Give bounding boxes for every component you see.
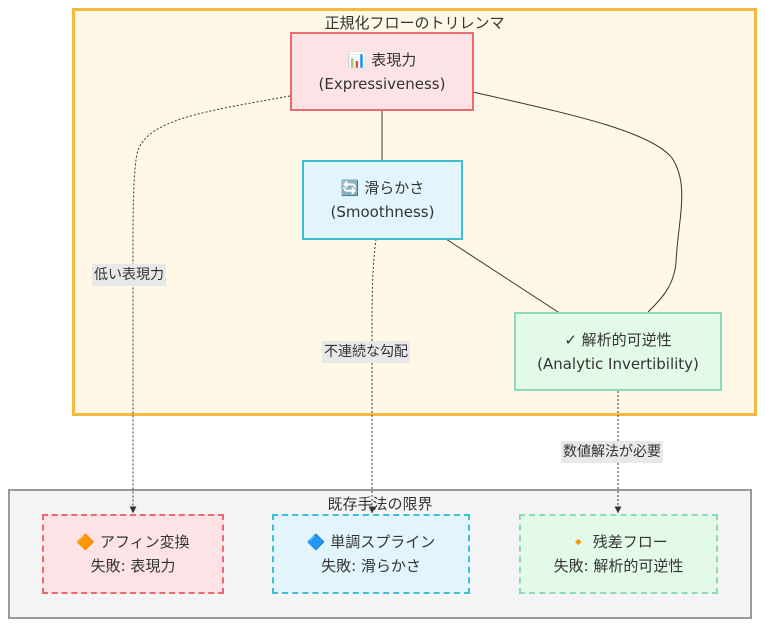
node-residual-failure: 失敗: 解析的可逆性: [553, 557, 684, 575]
edge-expressiveness-affine: [129, 95, 291, 514]
trilemma-cluster-title: 正規化フローのトリレンマ: [324, 14, 505, 32]
node-smoothness: 🔄 滑らかさ (Smoothness): [302, 160, 463, 240]
node-spline-failure: 失敗: 滑らかさ: [321, 557, 421, 575]
node-expressiveness-subtitle: (Expressiveness): [318, 74, 446, 93]
node-residual-title: 🔸 残差フロー: [569, 533, 668, 551]
node-spline-title: 🔷 単調スプライン: [306, 533, 436, 551]
node-expressiveness: 📊 表現力 (Expressiveness): [290, 32, 474, 111]
node-invertibility-title: ✓ 解析的可逆性: [564, 330, 672, 349]
node-affine-title: 🔶 アフィン変換: [76, 533, 190, 551]
node-invertibility-subtitle: (Analytic Invertibility): [537, 354, 699, 373]
edge-label-low-expressiveness: 低い表現力: [92, 264, 166, 286]
edge-label-discontinuous-gradient: 不連続な勾配: [322, 341, 410, 363]
node-invertibility: ✓ 解析的可逆性 (Analytic Invertibility): [514, 312, 722, 391]
edge-expressiveness-invertibility: [472, 91, 683, 313]
edge-smoothness-spline: [368, 238, 377, 514]
edge-smoothness-invertibility: [445, 238, 559, 313]
node-expressiveness-title: 📊 表現力: [347, 50, 417, 69]
edge-label-numerical-inverse: 数値解法が必要: [561, 441, 663, 463]
limits-cluster-title: 既存手法の限界: [327, 495, 433, 513]
node-residual: 🔸 残差フロー 失敗: 解析的可逆性: [519, 514, 718, 594]
node-affine: 🔶 アフィン変換 失敗: 表現力: [42, 514, 224, 594]
node-spline: 🔷 単調スプライン 失敗: 滑らかさ: [272, 514, 470, 594]
node-affine-failure: 失敗: 表現力: [90, 557, 176, 575]
node-smoothness-title: 🔄 滑らかさ: [340, 179, 425, 197]
node-smoothness-subtitle: (Smoothness): [330, 203, 435, 221]
